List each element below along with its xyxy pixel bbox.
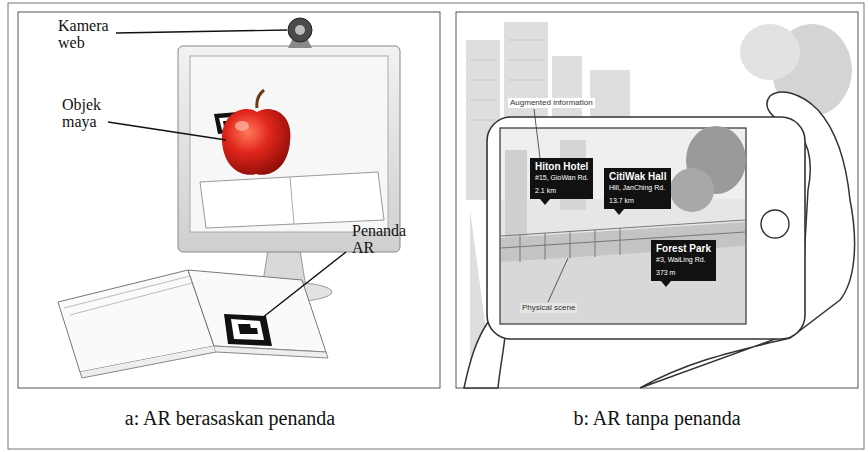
book xyxy=(58,270,328,378)
callout-label: Augmented information xyxy=(508,98,595,108)
apple xyxy=(222,90,291,175)
caption: b: AR tanpa penanda xyxy=(456,406,858,430)
city-background xyxy=(466,22,852,380)
info-box: CitiWak HallHill, JanChing Rd. 13.7 km xyxy=(604,168,671,209)
place-detail: #15, GioWan Rd. xyxy=(535,173,588,182)
camera-label: Kamera web xyxy=(58,17,114,51)
leader-lines xyxy=(108,30,346,318)
monitor xyxy=(178,46,400,302)
info-box: Forest Park#3, WaiLing Rd. 373 m xyxy=(651,240,716,281)
caption: a: AR berasaskan penanda xyxy=(20,406,440,430)
place-detail: 2.1 km xyxy=(535,186,588,195)
place-name: Hiton Hotel xyxy=(535,161,588,173)
building-windows xyxy=(470,40,544,120)
panel-frame xyxy=(18,12,440,388)
panel-frame xyxy=(456,12,858,388)
leader-lines xyxy=(534,109,568,302)
place-name: Forest Park xyxy=(656,243,711,255)
callout-label: Physical scene xyxy=(520,303,577,313)
physical-scene xyxy=(501,126,746,323)
marker-label: Penanda AR xyxy=(352,222,412,256)
place-detail: Hill, JanChing Rd. xyxy=(609,183,666,192)
virtual-object-label: Objek maya xyxy=(62,96,106,130)
place-detail: 13.7 km xyxy=(609,196,666,205)
outer-frame xyxy=(8,3,864,449)
info-box: Hiton Hotel#15, GioWan Rd. 2.1 km xyxy=(530,158,593,199)
hand xyxy=(464,92,855,388)
place-name: CitiWak Hall xyxy=(609,171,666,183)
webcam xyxy=(288,18,312,48)
place-detail: #3, WaiLing Rd. xyxy=(656,255,711,264)
smartphone xyxy=(487,117,805,339)
place-detail: 373 m xyxy=(656,268,711,277)
